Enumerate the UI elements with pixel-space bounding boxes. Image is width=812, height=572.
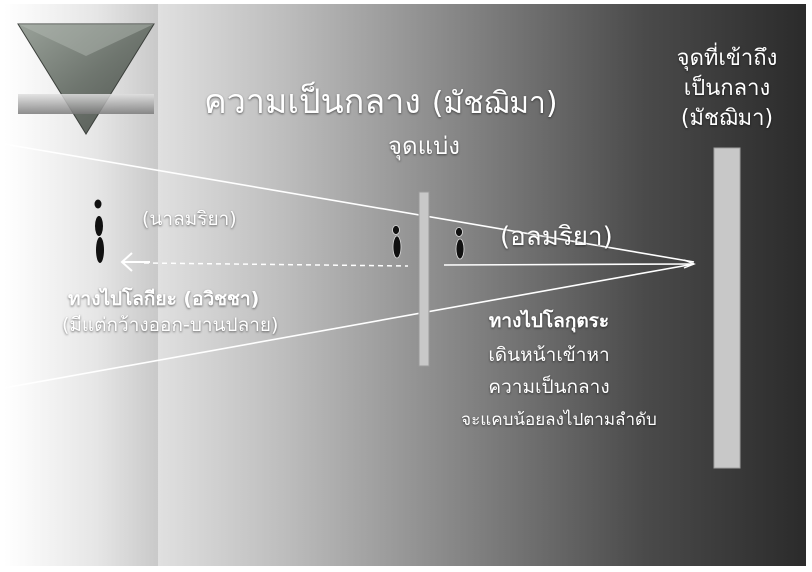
right-side-label: (อลมริยา): [500, 222, 613, 252]
standing-figure-icon: [94, 199, 104, 263]
pyramid-logo: [17, 23, 155, 135]
slide-canvas: ความเป็นกลาง (มัชฌิมา) จุดแบ่ง จุดที่เข้…: [4, 4, 806, 566]
divider-label: จุดแบ่ง: [387, 132, 461, 160]
standing-figure-icon: [455, 227, 465, 260]
diagram-shapes: [4, 4, 741, 566]
right-path-line: [443, 263, 693, 266]
right-desc-line1: เดินหน้าเข้าหา: [488, 344, 610, 366]
goal-label-line1: จุดที่เข้าถึง: [676, 46, 778, 71]
page-title: ความเป็นกลาง (มัชฌิมา): [204, 74, 558, 128]
cone-upper-line: [4, 143, 695, 263]
goal-label: จุดที่เข้าถึง เป็นกลาง (มัชฌิมา): [652, 44, 802, 134]
standing-figure-icon: [392, 225, 402, 259]
goal-label-line3: (มัชฌิมา): [680, 106, 774, 131]
arrow-right-icon: [683, 259, 696, 269]
right-desc-line3: จะแคบน้อยลงไปตามลำดับ: [461, 410, 657, 430]
title-main: ความเป็นกลาง: [204, 82, 421, 122]
arrow-left-icon: [120, 252, 150, 272]
left-side-label: (นาลมริยา): [142, 208, 237, 230]
left-path-desc: (มีแต่กว้างออก-บานปลาย): [62, 314, 279, 336]
left-path-line: [143, 262, 409, 267]
title-paren: (มัชฌิมา): [431, 86, 558, 121]
right-path-title: ทางไปโลกุตระ: [488, 310, 610, 332]
goal-bar: [713, 147, 741, 469]
right-desc-line2: ความเป็นกลาง: [488, 376, 610, 398]
cone-lower-line: [4, 263, 695, 389]
goal-label-line2: เป็นกลาง: [683, 76, 771, 101]
divider-bar: [418, 191, 430, 367]
left-path-title: ทางไปโลกียะ (อวิชชา): [68, 288, 260, 310]
